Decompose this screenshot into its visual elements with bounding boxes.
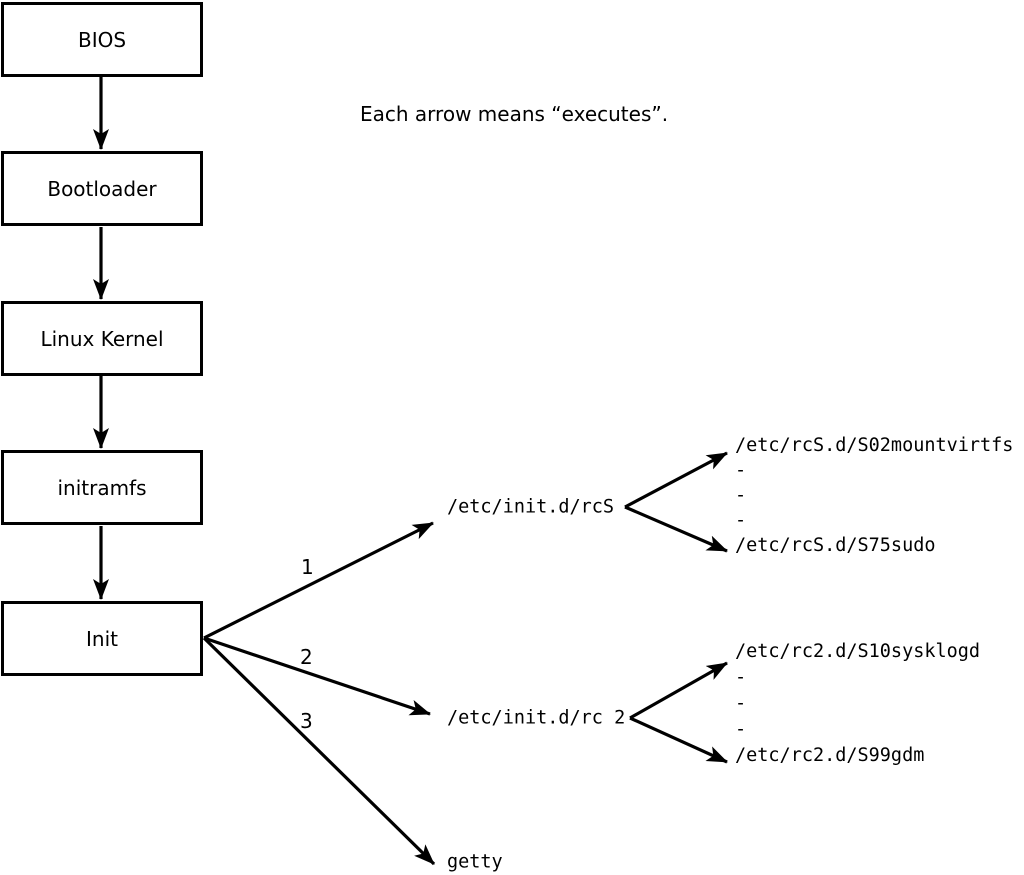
box-init: Init [1,601,203,676]
arrow-rcs-to-s02mountvirtfs [624,451,728,509]
target-etc-init-d-rc2: /etc/init.d/rc 2 [447,707,626,729]
rcs-child-ellipsis-3: - [735,510,747,531]
arrow-rc2-to-s99gdm [629,716,728,764]
branch-number-3: 3 [300,709,313,733]
arrow-rc2-to-s10sysklogd [629,661,728,720]
rc2-child-ellipsis-1: - [735,667,747,688]
box-bootloader: Bootloader [1,151,203,226]
box-bios-label: BIOS [77,27,127,52]
branch-number-1: 1 [301,555,314,579]
rc2-child-s99gdm: /etc/rc2.d/S99gdm [735,745,925,766]
box-initramfs: initramfs [1,450,203,525]
branch-number-2: 2 [300,645,313,669]
box-init-label: Init [86,626,118,651]
rc2-child-s10sysklogd: /etc/rc2.d/S10sysklogd [735,641,981,662]
rc2-child-ellipsis-3: - [735,719,747,740]
rcs-child-s75sudo: /etc/rcS.d/S75sudo [735,535,936,556]
box-initramfs-label: initramfs [57,475,147,500]
box-linux-kernel: Linux Kernel [1,301,203,376]
target-etc-init-d-rcs: /etc/init.d/rcS [447,496,615,518]
box-linux-kernel-label: Linux Kernel [40,326,164,351]
rcs-child-s02mountvirtfs: /etc/rcS.d/S02mountvirtfs [735,435,1014,456]
rc2-children-list: /etc/rc2.d/S10sysklogd - - - /etc/rc2.d/… [735,639,980,769]
arrow-init-to-rc2 [203,636,431,716]
arrow-init-to-getty [202,636,436,866]
box-bootloader-label: Bootloader [47,176,157,201]
arrow-rcs-to-s75sudo [624,505,728,553]
box-bios: BIOS [1,2,203,77]
target-getty: getty [447,851,503,873]
rc2-child-ellipsis-2: - [735,693,747,714]
rcs-child-ellipsis-1: - [735,460,747,481]
rcs-children-list: /etc/rcS.d/S02mountvirtfs - - - /etc/rcS… [735,433,1013,558]
arrow-legend-text: Each arrow means “executes”. [360,102,669,126]
rcs-child-ellipsis-2: - [735,485,747,506]
arrow-init-to-rcs [203,521,434,640]
